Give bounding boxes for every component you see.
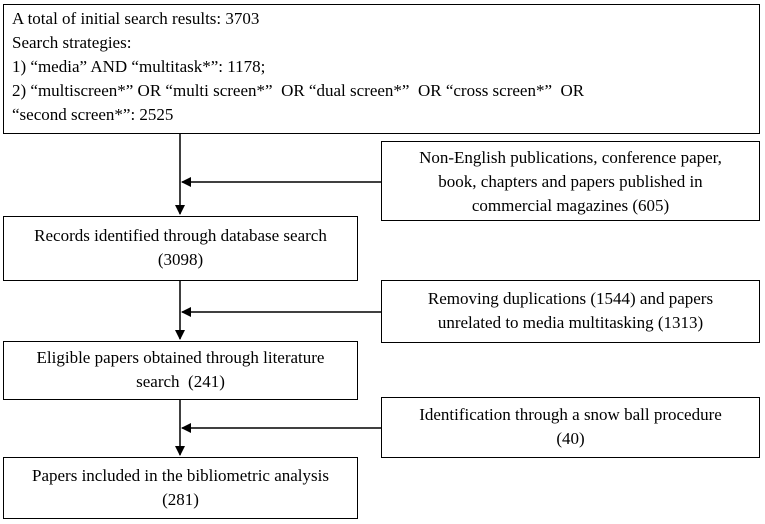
eligible-papers-count: search (241): [136, 372, 225, 391]
exclusion-2-line-2: unrelated to media multitasking (1313): [437, 313, 704, 332]
strategy-2-continuation-text: “second screen*”: 2525: [12, 105, 174, 124]
eligible-papers-box: Eligible papers obtained through literat…: [3, 341, 358, 400]
records-identified-line-1: Records identified through database sear…: [34, 226, 327, 245]
exclusion-1-line-2: book, chapters and papers published in: [438, 172, 703, 191]
strategy-1-text: 1) “media” AND “multitask*”: 1178;: [12, 57, 266, 76]
exclusion-box-1: Non-English publications, conference pap…: [381, 141, 760, 221]
search-strategies-heading: Search strategies:: [12, 33, 132, 52]
exclusion-3-line-2: (40): [556, 429, 585, 448]
papers-included-line-1: Papers included in the bibliometric anal…: [32, 466, 329, 485]
strategy-2-text: 2) “multiscreen*” OR “multi screen*” OR …: [12, 81, 585, 100]
exclusion-3-line-1: Identification through a snow ball proce…: [419, 405, 722, 424]
papers-included-box: Papers included in the bibliometric anal…: [3, 457, 358, 519]
total-results-text: A total of initial search results: 3703: [12, 9, 260, 28]
records-identified-box: Records identified through database sear…: [3, 216, 358, 281]
eligible-papers-line-1: Eligible papers obtained through literat…: [36, 348, 325, 367]
papers-included-count: (281): [162, 490, 199, 509]
records-identified-count: (3098): [157, 250, 204, 269]
exclusion-2-line-1: Removing duplications (1544) and papers: [427, 289, 714, 308]
exclusion-1-line-3: commercial magazines (605): [471, 196, 670, 215]
exclusion-box-2: Removing duplications (1544) and papers …: [381, 280, 760, 343]
exclusion-box-3: Identification through a snow ball proce…: [381, 397, 760, 458]
search-strategy-box: A total of initial search results: 3703 …: [3, 4, 760, 134]
exclusion-1-line-1: Non-English publications, conference pap…: [419, 148, 722, 167]
